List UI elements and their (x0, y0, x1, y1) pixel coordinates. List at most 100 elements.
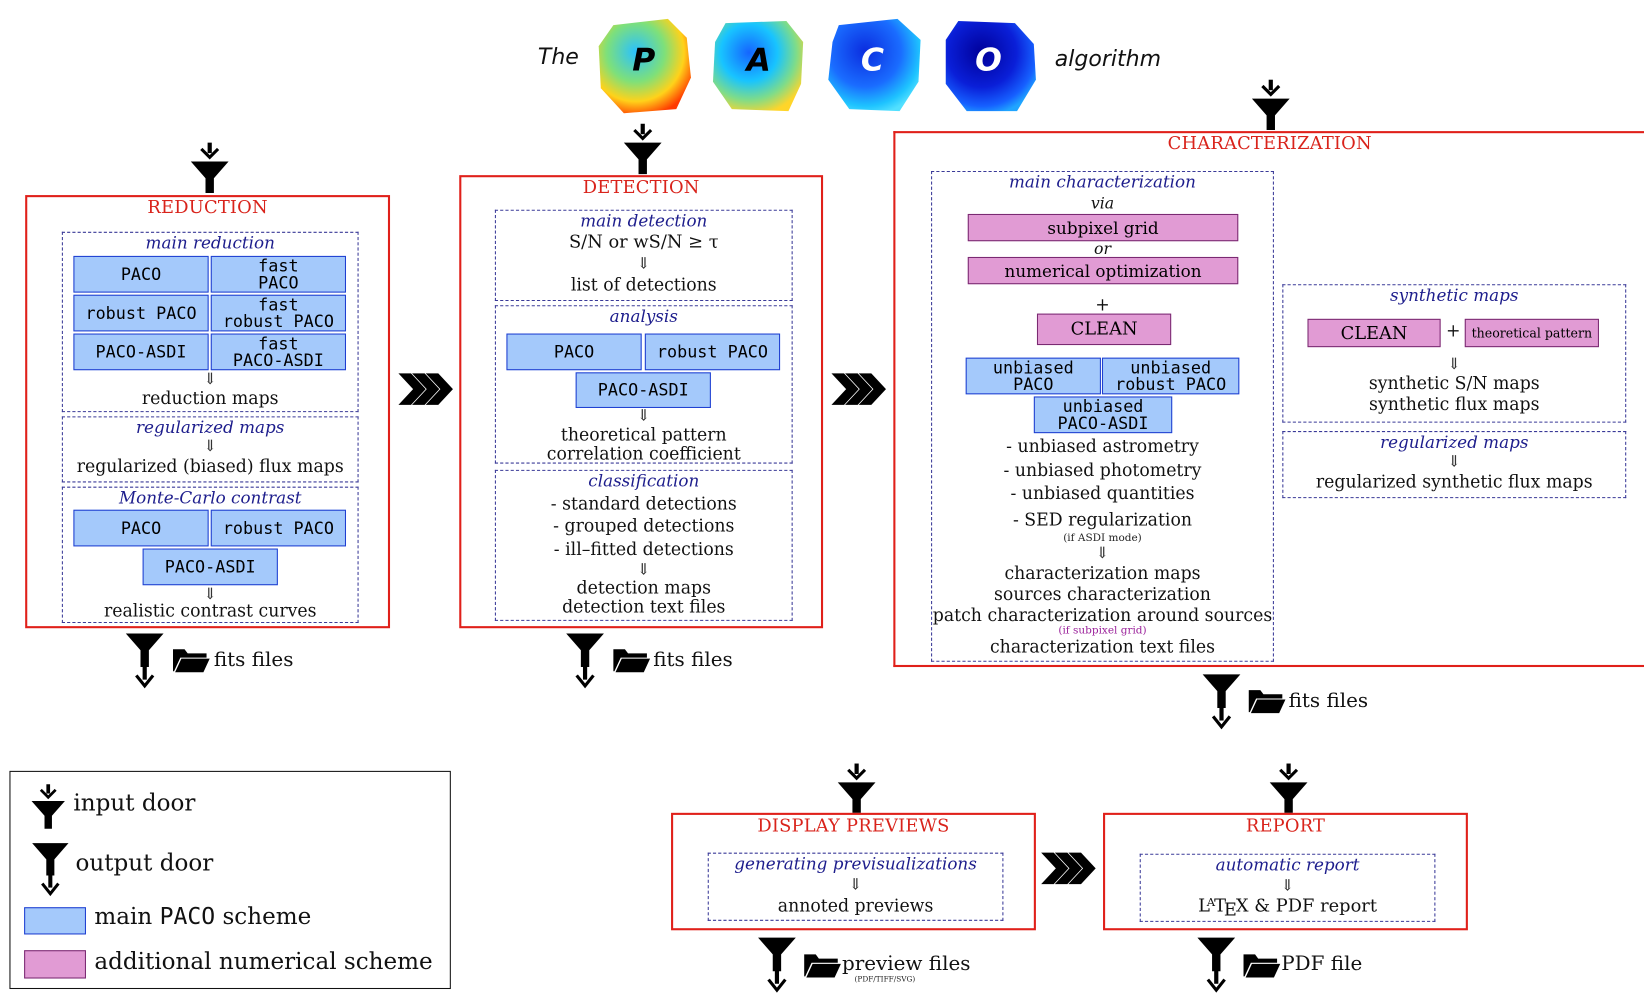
input-door-icon (622, 122, 664, 181)
output-door-icon (564, 631, 606, 692)
output-door-icon (1195, 936, 1237, 996)
plus-label: + (1095, 294, 1110, 315)
report-title: REPORT (1245, 815, 1326, 837)
theoretical-pattern-label: theoretical pattern (560, 424, 727, 445)
logo-letter-c: C (860, 41, 884, 79)
regularized-maps-box: regularized maps ⇓ regularized (biased) … (61, 416, 359, 483)
regularized-synthetic-flux-label: regularized synthetic flux maps (1315, 471, 1593, 492)
characterization-output: sources characterization (994, 584, 1211, 605)
fast-paco-asdi-button[interactable]: fast PACO-ASDI (210, 333, 347, 371)
output-door-icon (1201, 672, 1243, 733)
folder-icon (1247, 687, 1287, 718)
correlation-coefficient-label: correlation coefficient (546, 443, 741, 464)
plus-label: + (1445, 320, 1461, 341)
down-arrow-icon: ⇓ (203, 584, 217, 604)
paco-asdi-button[interactable]: PACO-ASDI (575, 372, 711, 408)
legend-main-pre: main (94, 904, 153, 931)
logo-letter-o: O (975, 41, 1002, 79)
input-door-icon (836, 761, 878, 820)
pdf-report-label: & PDF report (1254, 895, 1377, 917)
asdi-mode-note: (if ASDI mode) (1063, 532, 1142, 545)
synthetic-maps-box: synthetic maps CLEAN + theoretical patte… (1282, 284, 1627, 423)
output-door-icon (756, 936, 798, 996)
unbiased-paco-asdi-button[interactable]: unbiased PACO-ASDI (1033, 396, 1173, 434)
characterization-title: CHARACTERIZATION (1167, 133, 1372, 155)
logo-tile-p: P (594, 15, 695, 120)
automatic-report-box: automatic report ⇓ LATEX & PDF report (1139, 853, 1436, 922)
down-arrow-icon: ⇓ (1447, 452, 1461, 471)
fast-paco-button[interactable]: fast PACO (210, 255, 347, 293)
unbiased-robust-paco-button[interactable]: unbiased robust PACO (1101, 357, 1240, 395)
detection-stage: DETECTION main detection S/N or wS/N ≥ τ… (459, 175, 824, 629)
folder-icon (802, 951, 842, 982)
numerical-optimization-button[interactable]: numerical optimization (967, 256, 1239, 285)
legend-main-label: main PACO scheme (94, 904, 311, 930)
logo-tile-a: A (709, 15, 810, 120)
paco-asdi-button[interactable]: PACO-ASDI (73, 333, 209, 371)
classification-box: classification - standard detections - g… (494, 469, 793, 621)
regularized-maps-title: regularized maps (1380, 432, 1529, 453)
paco-button[interactable]: PACO (73, 509, 209, 547)
output-door-icon (124, 631, 166, 692)
robust-paco-button[interactable]: robust PACO (210, 509, 347, 547)
paco-button[interactable]: PACO (73, 255, 209, 293)
via-label: via (1090, 194, 1115, 213)
contrast-curves-label: realistic contrast curves (103, 600, 317, 621)
subpixel-grid-note: (if subpixel grid) (1058, 625, 1147, 637)
characterization-output: patch characterization around sources (932, 605, 1273, 626)
monte-carlo-box: Monte-Carlo contrast PACO robust PACO PA… (61, 486, 359, 623)
analysis-box: analysis PACO robust PACO PACO-ASDI ⇓ th… (494, 305, 793, 464)
unbiased-paco-button[interactable]: unbiased PACO (965, 357, 1101, 395)
robust-paco-button[interactable]: robust PACO (644, 333, 781, 371)
paco-button[interactable]: PACO (506, 333, 642, 371)
input-door-icon (1250, 78, 1292, 137)
legend-output-door-label: output door (75, 850, 214, 877)
previsualizations-box: generating previsualizations ⇓ annoted p… (707, 852, 1004, 921)
classification-item: - standard detections (550, 493, 737, 514)
reduction-files-label: fits files (213, 648, 294, 672)
title-algorithm: algorithm (1054, 46, 1162, 72)
main-detection-title: main detection (580, 210, 708, 231)
clean-button[interactable]: CLEAN (1307, 318, 1441, 348)
chevron-right-icon (831, 373, 886, 409)
chevron-right-icon (1041, 852, 1096, 889)
preview-files-label: preview files (841, 952, 971, 976)
display-previews-title: DISPLAY PREVIEWS (757, 815, 950, 837)
main-detection-box: main detection S/N or wS/N ≥ τ ⇓ list of… (494, 209, 793, 302)
characterization-item: - unbiased photometry (1003, 460, 1202, 481)
latex-pdf-report-label: LATEX & PDF report (1141, 895, 1435, 921)
main-reduction-box: main reduction PACO fast PACO robust PAC… (61, 231, 359, 413)
down-arrow-icon: ⇓ (203, 369, 217, 389)
snr-threshold-formula: S/N or wS/N ≥ τ (568, 231, 719, 253)
title-the: The (537, 44, 579, 70)
detection-text-files-label: detection text files (562, 596, 726, 617)
legend-additional-label: additional numerical scheme (94, 949, 433, 976)
input-door-icon (27, 782, 69, 834)
down-arrow-icon: ⇓ (1280, 875, 1295, 895)
analysis-title: analysis (609, 306, 678, 327)
logo-tile-o: O (939, 15, 1040, 120)
reduction-title: REDUCTION (147, 197, 268, 219)
folder-icon (1241, 951, 1281, 982)
folder-icon (171, 646, 211, 677)
theoretical-pattern-button[interactable]: theoretical pattern (1464, 318, 1599, 348)
paco-asdi-button[interactable]: PACO-ASDI (142, 548, 278, 586)
pdf-file-label: PDF file (1281, 952, 1363, 976)
list-of-detections-label: list of detections (570, 274, 717, 295)
folder-icon (611, 646, 651, 677)
robust-paco-button[interactable]: robust PACO (73, 294, 209, 332)
logo-tile-c: C (824, 15, 925, 120)
characterization-item: - SED regularization (1012, 509, 1193, 530)
report-stage: REPORT automatic report ⇓ LATEX & PDF re… (1103, 812, 1468, 931)
regularized-synthetic-box: regularized maps ⇓ regularized synthetic… (1282, 431, 1627, 499)
fast-robust-paco-button[interactable]: fast robust PACO (210, 294, 347, 332)
synthetic-flux-maps-label: synthetic flux maps (1369, 394, 1540, 415)
clean-button[interactable]: CLEAN (1036, 313, 1172, 346)
characterization-stage: CHARACTERIZATION main characterization v… (893, 131, 1644, 668)
reduction-stage: REDUCTION main reduction PACO fast PACO … (25, 195, 391, 629)
synthetic-maps-title: synthetic maps (1390, 285, 1519, 306)
legend: input door output door main PACO scheme … (9, 770, 451, 990)
annoted-previews-label: annoted previews (777, 895, 934, 916)
subpixel-grid-button[interactable]: subpixel grid (967, 213, 1239, 242)
down-arrow-icon: ⇓ (637, 405, 651, 425)
